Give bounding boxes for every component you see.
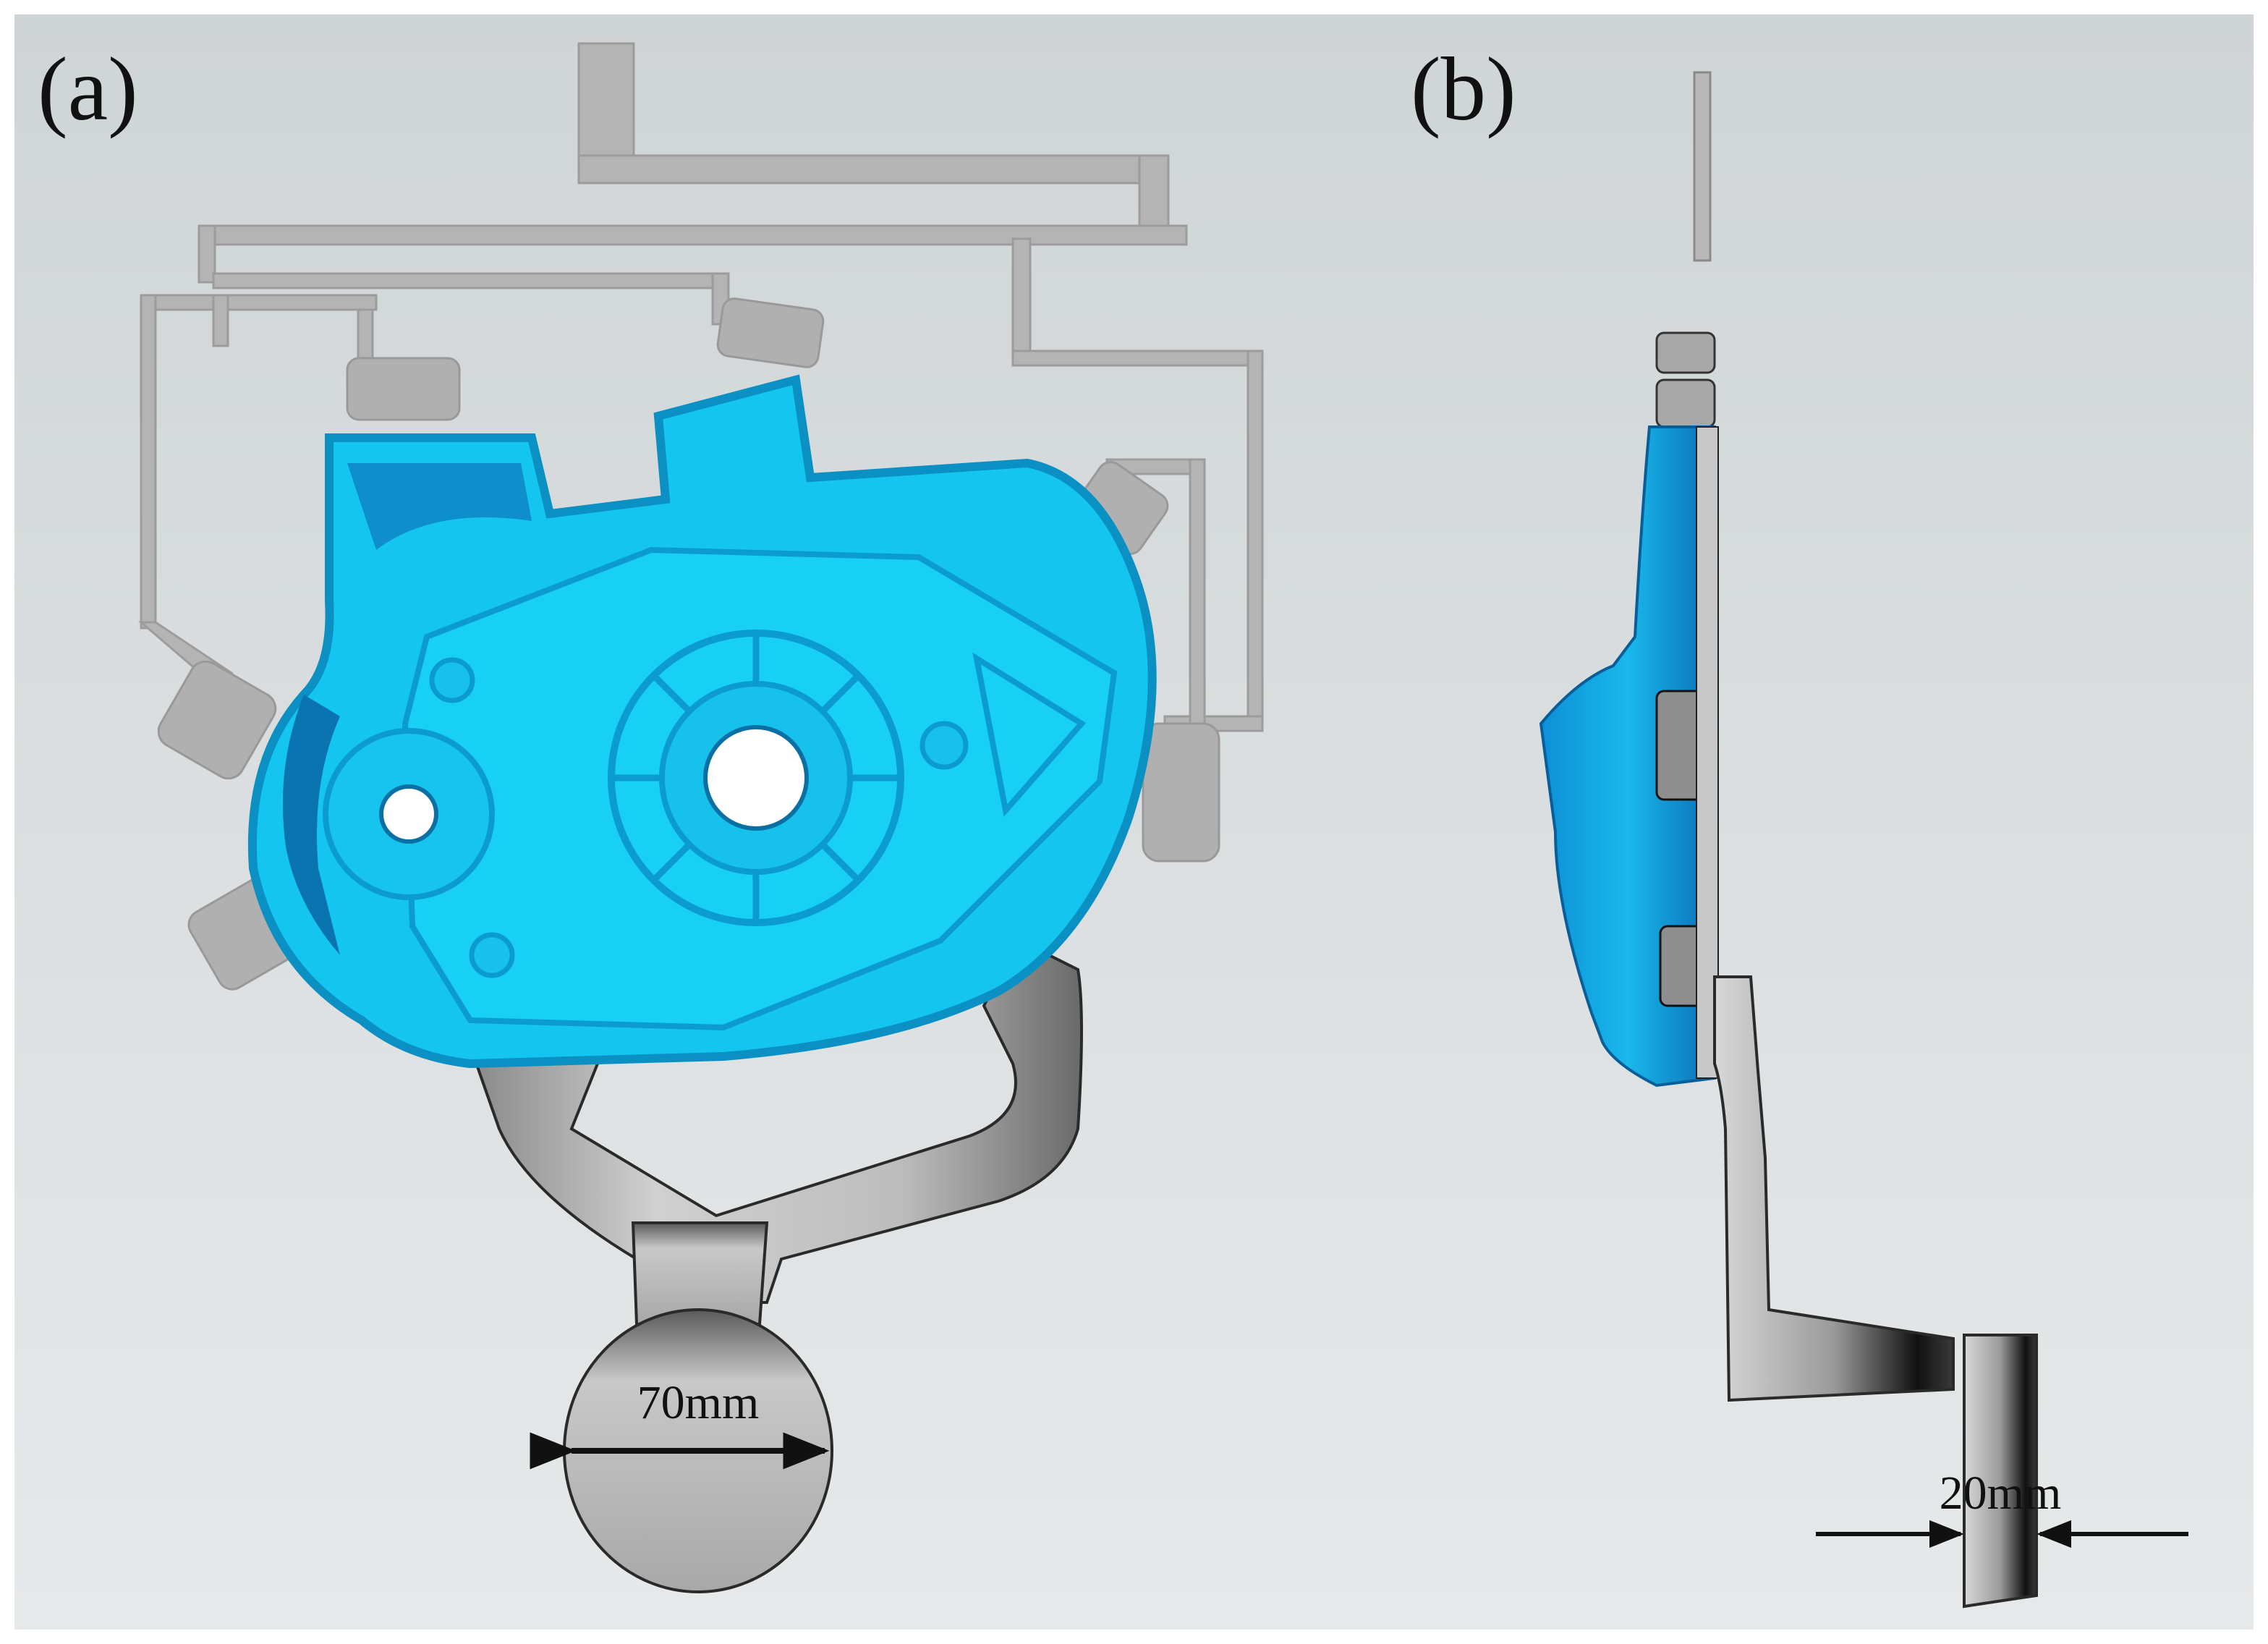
panel-label-a: (a) [38,40,138,140]
runner-system [137,42,1264,837]
runner-right-drop [1246,349,1264,729]
panel-b-drawing: 20mm [1539,71,2188,1609]
runner-loop [472,946,1083,1304]
dimension-70mm: 70mm [530,1376,830,1470]
casting-body [247,374,1157,1069]
tri-pocket [972,652,1087,817]
small-boss-2 [469,932,515,978]
ingate-right-lower [1142,722,1220,863]
dimension-label-20mm: 20mm [1940,1467,2062,1520]
dimension-label-70mm: 70mm [637,1376,760,1429]
ingate-pads [157,297,1220,991]
runner-horizontal [198,224,1188,246]
side-parting-strip [1696,426,1719,1079]
ingate-top-mid [716,297,825,368]
runner-left-lower-a [212,294,229,347]
runner-right-vertical [1011,237,1032,363]
hub-hole [703,725,809,831]
small-boss-1 [429,657,475,703]
panel-label-b: (b) [1411,40,1516,140]
side-sprue [1693,71,1712,262]
side-runner-pad-2 [1655,378,1716,428]
small-boss-3 [919,721,969,770]
side-biscuit [1963,1334,2038,1609]
casting-shadow-left [282,695,340,955]
side-casting [1539,425,1716,1088]
runner-right-branch [1011,349,1264,367]
dimension-20mm: 20mm [1816,1467,2188,1548]
ingate-top-left [346,357,461,421]
panel-a-drawing: 70mm [137,42,1264,1593]
side-runner-pad-1 [1655,331,1716,374]
main-runner-top [577,154,1170,185]
main-runner-down [1138,154,1170,229]
side-bearing-hole [379,784,438,844]
runner-left-vertical [140,294,157,630]
spokes [611,633,901,923]
side-plate [1713,975,1955,1402]
ingate-left-upper [157,660,277,780]
runner-left-branch [212,272,721,289]
runner-left-upper [198,224,216,284]
runner-left-branch2 [143,294,378,311]
casting-shadow-top [347,463,532,550]
